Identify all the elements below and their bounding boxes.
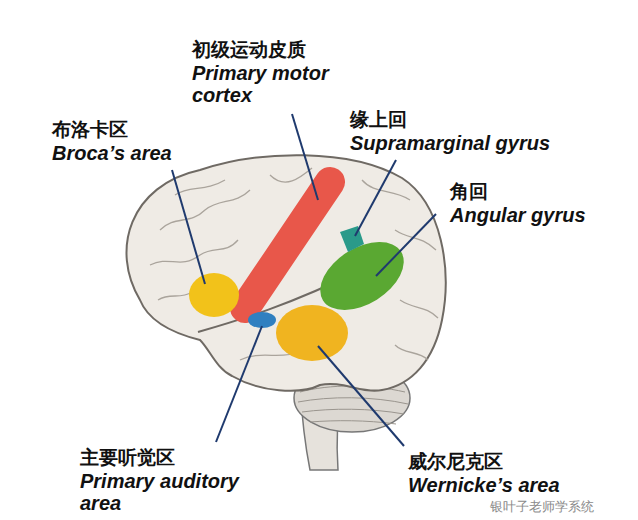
region-name-en: Primary motor cortex [192, 62, 362, 106]
cerebrum-outline [127, 155, 446, 391]
leader-lines [172, 114, 436, 446]
gyri-texture [150, 168, 438, 360]
region-name-zh: 缘上回 [350, 108, 407, 130]
broca-region [189, 273, 239, 317]
region-name-en: Broca’s area [52, 142, 172, 164]
primary-motor-cortex-region [245, 182, 330, 308]
region-name-zh: 角回 [450, 180, 488, 202]
region-name-en: Primary auditory area [80, 470, 260, 514]
cerebellum-folds [298, 386, 408, 424]
auditory-region [248, 312, 276, 328]
region-name-en: Supramarginal gyrus [350, 132, 550, 154]
region-name-zh: 威尔尼克区 [408, 450, 503, 472]
region-name-zh: 主要听觉区 [80, 446, 175, 468]
region-name-zh: 初级运动皮质 [192, 38, 306, 60]
watermark: 银叶子老师学系统 [490, 496, 594, 518]
region-name-zh: 布洛卡区 [52, 118, 128, 140]
region-name-en: Wernicke’s area [408, 474, 560, 496]
wernicke-region [276, 305, 348, 361]
region-name-en: Angular gyrus [450, 204, 586, 226]
supramarginal-region [340, 226, 364, 252]
